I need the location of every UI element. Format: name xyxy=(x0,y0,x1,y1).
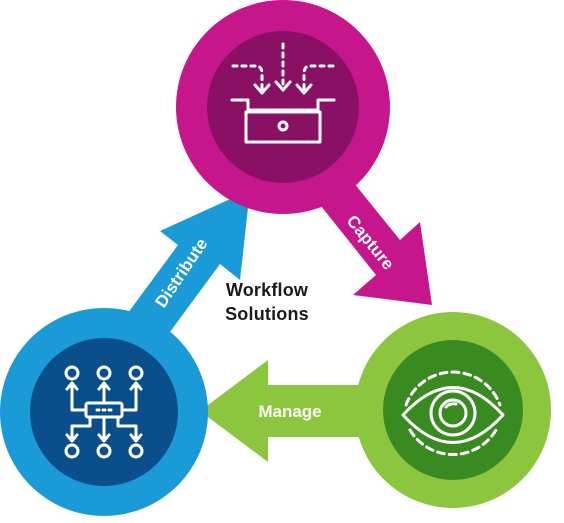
distribute-node xyxy=(0,308,208,516)
center-title-line1: Workflow xyxy=(225,280,309,300)
manage-arrow: Manage xyxy=(200,360,395,462)
inbox-tray-icon xyxy=(230,42,336,144)
network-flow-icon xyxy=(64,365,144,459)
eye-gear-icon xyxy=(401,370,505,456)
center-title-line2: Solutions xyxy=(225,304,309,324)
center-title: Workflow Solutions xyxy=(200,278,334,326)
manage-node xyxy=(355,312,551,508)
manage-arrow-label: Manage xyxy=(258,402,321,421)
capture-node xyxy=(176,0,390,214)
